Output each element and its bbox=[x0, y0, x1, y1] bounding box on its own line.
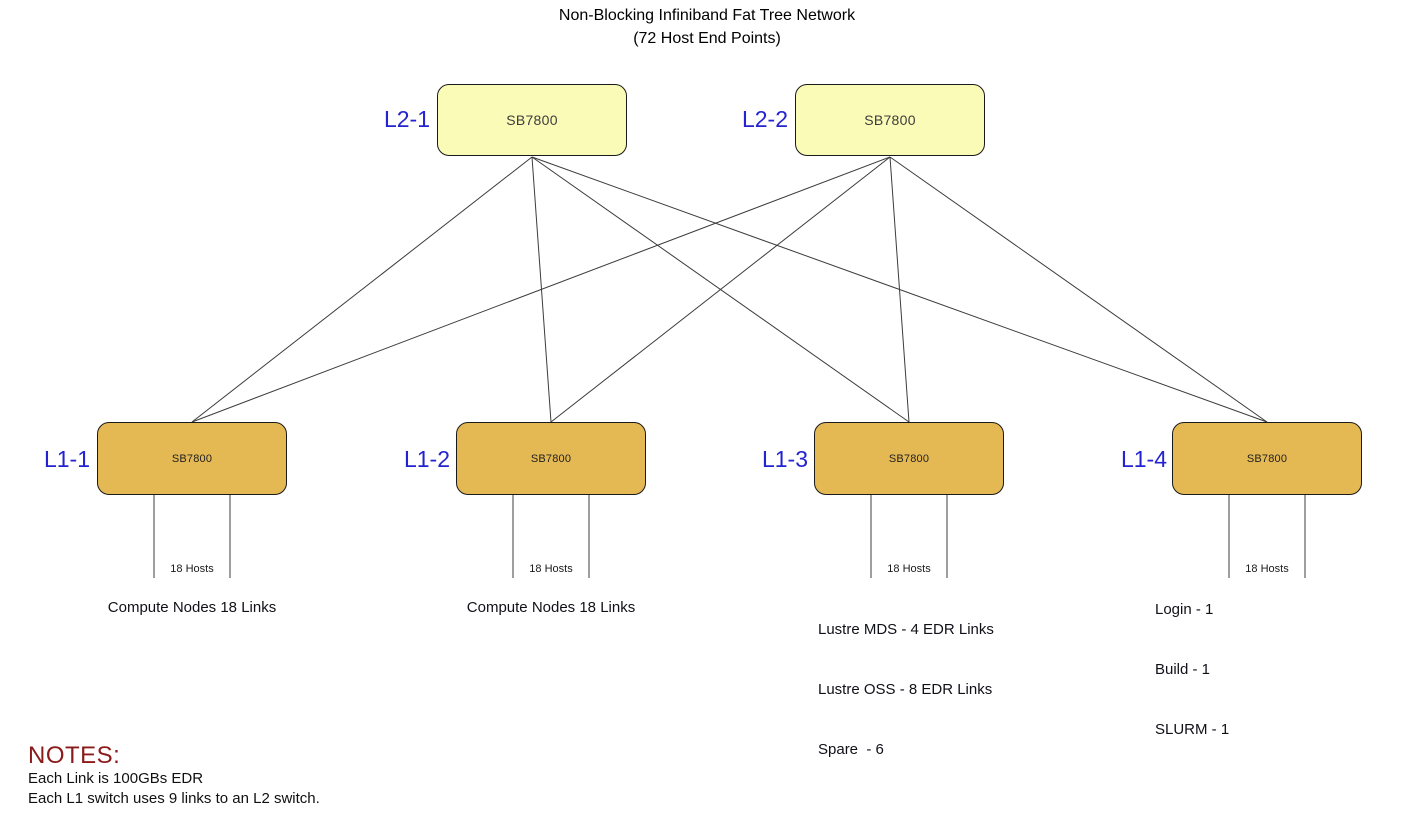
l1-4-hosts-label: 18 Hosts bbox=[1245, 563, 1289, 575]
switch-l1-2-model: SB7800 bbox=[530, 452, 572, 465]
diagram-title: Non-Blocking Infiniband Fat Tree Network… bbox=[0, 4, 1414, 50]
l1-3-note-lustre-mds: Lustre MDS - 4 EDR Links bbox=[818, 621, 994, 638]
l1-4-note-build: Build - 1 bbox=[1155, 661, 1211, 678]
switch-l1-2: SB7800 bbox=[456, 422, 646, 495]
switch-l2-1-model: SB7800 bbox=[506, 112, 558, 128]
notes-line-1: Each Link is 100GBs EDR bbox=[28, 770, 204, 787]
switch-l1-4: SB7800 bbox=[1172, 422, 1362, 495]
l1-1-compute-note: Compute Nodes 18 Links bbox=[107, 599, 277, 616]
l1-2-hosts-label: 18 Hosts bbox=[529, 563, 573, 575]
switch-l2-2: SB7800 bbox=[795, 84, 985, 156]
l1-1-hosts-label: 18 Hosts bbox=[170, 563, 214, 575]
notes-heading: NOTES: bbox=[28, 742, 121, 769]
l1-4-label: L1-4 bbox=[1120, 446, 1167, 472]
l1-3-note-spare: Spare - 6 bbox=[818, 741, 884, 758]
l1-3-notes: Lustre MDS - 4 EDR Links Lustre OSS - 8 … bbox=[818, 580, 994, 800]
notes-line-2: Each L1 switch uses 9 links to an L2 swi… bbox=[28, 790, 320, 807]
l2-2-label: L2-2 bbox=[741, 106, 788, 132]
notes-body: Each Link is 100GBs EDR Each L1 switch u… bbox=[28, 769, 320, 809]
switch-l1-3: SB7800 bbox=[814, 422, 1004, 495]
l2-1-label: L2-1 bbox=[383, 106, 430, 132]
l1-2-label: L1-2 bbox=[403, 446, 450, 472]
switch-l1-1: SB7800 bbox=[97, 422, 287, 495]
l1-1-label: L1-1 bbox=[43, 446, 90, 472]
title-line-2: (72 Host End Points) bbox=[633, 30, 781, 47]
l1-2-compute-note: Compute Nodes 18 Links bbox=[466, 599, 636, 616]
switch-l1-4-model: SB7800 bbox=[1246, 452, 1288, 465]
l1-4-notes: Login - 1 Build - 1 SLURM - 1 bbox=[1155, 560, 1229, 780]
l1-4-note-slurm: SLURM - 1 bbox=[1155, 721, 1230, 738]
title-line-1: Non-Blocking Infiniband Fat Tree Network bbox=[558, 7, 856, 24]
l1-3-note-lustre-oss: Lustre OSS - 8 EDR Links bbox=[818, 681, 993, 698]
switch-l1-3-model: SB7800 bbox=[888, 452, 930, 465]
l1-3-label: L1-3 bbox=[761, 446, 808, 472]
switch-l1-1-model: SB7800 bbox=[171, 452, 213, 465]
l1-3-hosts-label: 18 Hosts bbox=[887, 563, 931, 575]
switch-l2-2-model: SB7800 bbox=[864, 112, 916, 128]
l1-4-note-login: Login - 1 bbox=[1155, 601, 1214, 618]
switch-l2-1: SB7800 bbox=[437, 84, 627, 156]
